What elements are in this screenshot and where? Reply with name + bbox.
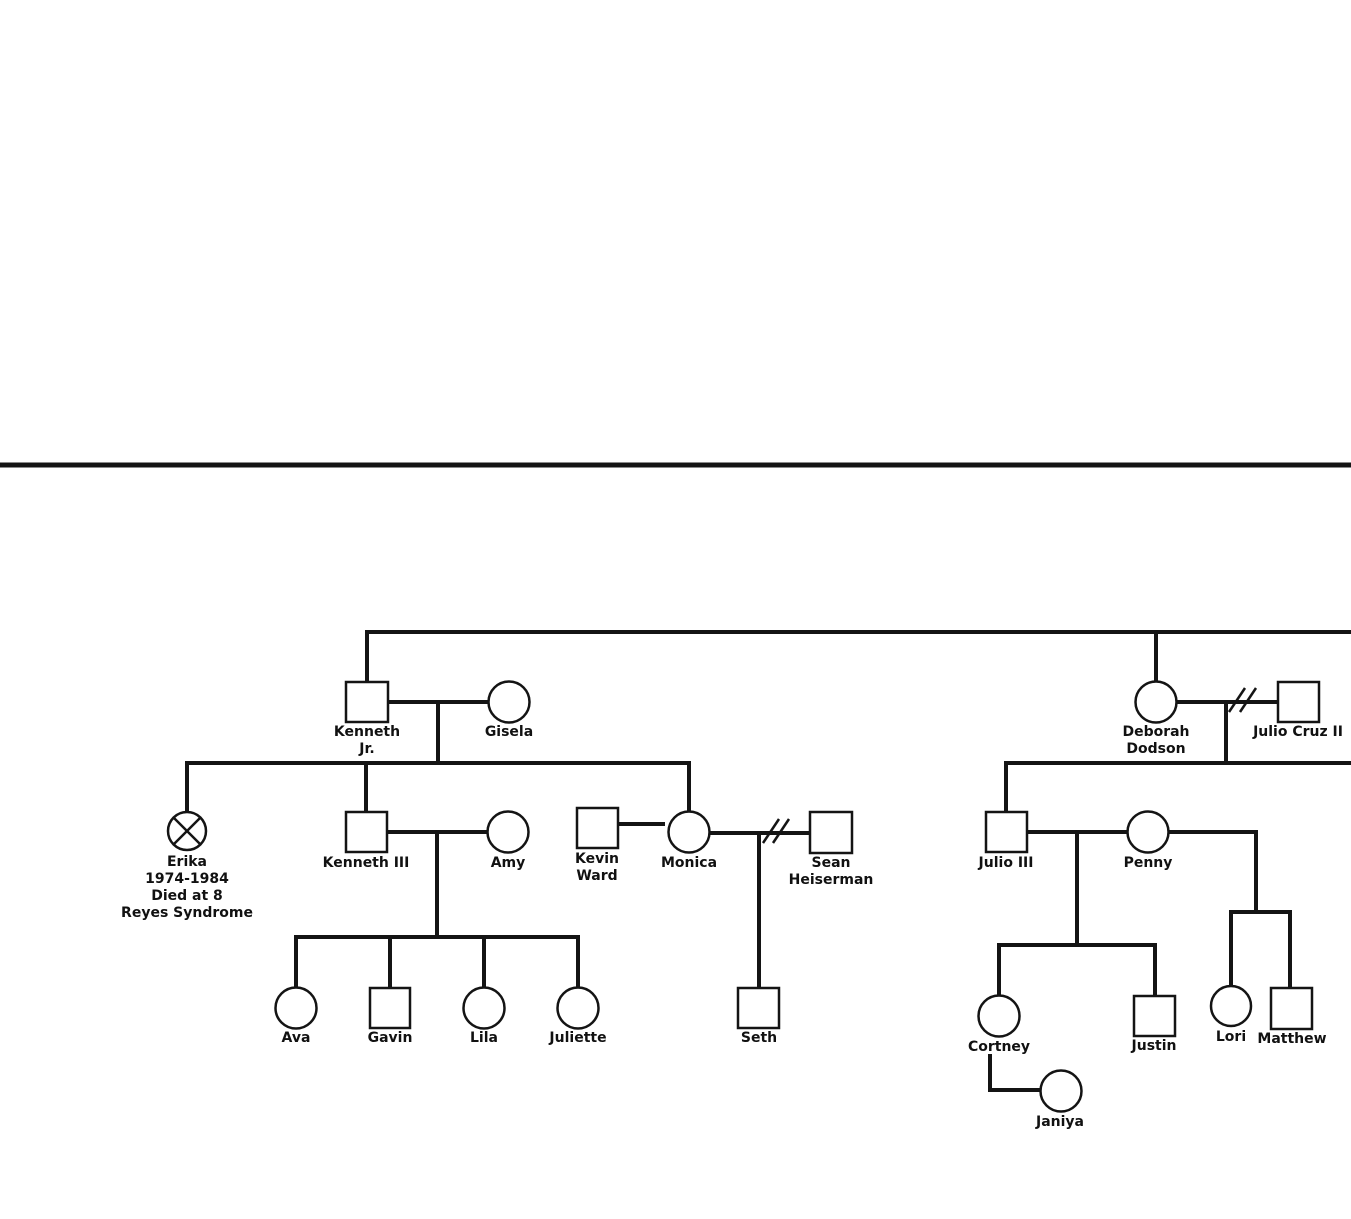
label-kenneth-iii: Kenneth III — [323, 855, 410, 871]
label-janiya: Janiya — [1035, 1114, 1084, 1130]
female-symbol-penny — [1126, 810, 1170, 854]
label-cortney: Cortney — [968, 1039, 1030, 1055]
label-kenneth-jr-1: Kenneth — [334, 724, 400, 740]
label-lila: Lila — [470, 1030, 498, 1046]
male-symbol-justin — [1132, 994, 1177, 1038]
female-symbol-janiya — [1039, 1069, 1083, 1113]
female-symbol-cortney — [977, 994, 1021, 1038]
deceased-female-symbol-erika — [166, 810, 208, 852]
sibship-line-gen1 — [365, 630, 1351, 684]
sibship-line-penny-children — [1229, 910, 1292, 990]
label-gavin: Gavin — [368, 1030, 413, 1046]
female-symbol-ava — [274, 986, 318, 1030]
label-erika-note1: Died at 8 — [151, 888, 223, 904]
male-symbol-sean — [808, 810, 854, 855]
descent-line-penny-other — [1164, 830, 1258, 914]
label-penny: Penny — [1124, 855, 1173, 871]
sibship-line-kenneth-children — [185, 761, 691, 814]
label-julio-cruz-ii: Julio Cruz II — [1252, 724, 1343, 740]
female-symbol-deborah — [1134, 680, 1178, 724]
label-justin: Justin — [1131, 1038, 1177, 1054]
female-symbol-lila — [462, 986, 506, 1030]
male-symbol-seth — [736, 986, 781, 1030]
label-monica: Monica — [661, 855, 717, 871]
male-symbol-julio-iii — [984, 810, 1029, 854]
label-erika-dates: 1974-1984 — [145, 871, 229, 887]
male-symbol-matthew — [1269, 986, 1314, 1031]
male-symbol-kenneth-jr — [344, 680, 390, 724]
label-julio-iii: Julio III — [978, 855, 1034, 871]
divorce-mark-4 — [1238, 687, 1258, 713]
label-lori: Lori — [1216, 1029, 1246, 1045]
label-gisela: Gisela — [485, 724, 533, 740]
label-matthew: Matthew — [1257, 1031, 1326, 1047]
label-sean-2: Heiserman — [789, 872, 874, 888]
divorce-mark-2 — [771, 818, 791, 844]
sibship-line-kenneth-iii-children — [294, 935, 580, 990]
female-symbol-lori — [1209, 984, 1253, 1028]
sibship-line-julio-children — [997, 943, 1157, 998]
label-amy: Amy — [491, 855, 526, 871]
label-deborah-2: Dodson — [1126, 741, 1185, 757]
male-symbol-kevin-ward — [575, 806, 620, 850]
divorce-mark-1 — [761, 818, 781, 844]
male-symbol-gavin — [368, 986, 412, 1030]
male-symbol-kenneth-iii — [344, 810, 389, 854]
female-symbol-monica — [667, 810, 711, 854]
sibship-line-deborah-children — [1004, 761, 1351, 814]
label-erika: Erika — [167, 854, 207, 870]
female-symbol-juliette — [556, 986, 600, 1030]
label-kenneth-jr-2: Jr. — [358, 741, 374, 757]
label-erika-note2: Reyes Syndrome — [121, 905, 253, 921]
divorce-mark-3 — [1227, 687, 1247, 713]
label-kevin-1: Kevin — [575, 851, 619, 867]
female-symbol-amy — [486, 810, 530, 854]
descent-line-janiya — [988, 1054, 1042, 1092]
female-symbol-gisela — [487, 680, 531, 724]
label-ava: Ava — [282, 1030, 311, 1046]
label-sean-1: Sean — [812, 855, 851, 871]
label-seth: Seth — [741, 1030, 777, 1046]
male-symbol-julio-cruz-ii — [1276, 680, 1321, 724]
label-juliette: Juliette — [548, 1030, 606, 1046]
label-deborah-1: Deborah — [1122, 724, 1189, 740]
label-kevin-2: Ward — [576, 868, 617, 884]
